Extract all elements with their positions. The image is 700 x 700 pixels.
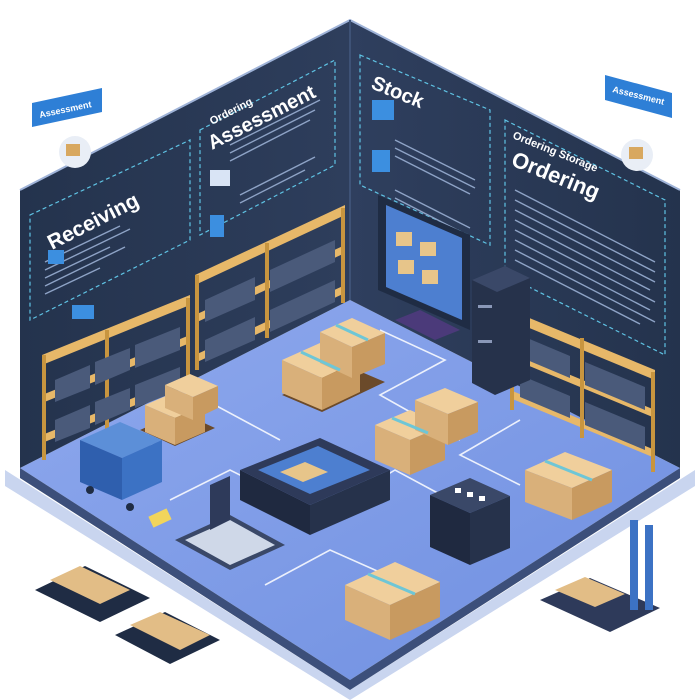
laptop bbox=[175, 476, 285, 570]
wall-panels bbox=[29, 54, 666, 356]
scanner-machine bbox=[240, 438, 390, 535]
right-floor-boxes bbox=[525, 452, 612, 520]
right-shelf bbox=[510, 310, 655, 472]
front-center-boxes bbox=[345, 562, 440, 640]
wall-icons bbox=[48, 100, 394, 319]
blue-cart bbox=[80, 422, 162, 511]
back-left-shelf bbox=[195, 205, 345, 370]
dark-machine bbox=[430, 478, 510, 565]
center-boxes bbox=[282, 318, 385, 412]
tag-left: Assessment bbox=[32, 88, 102, 168]
left-boxes bbox=[140, 374, 218, 446]
sticky-note bbox=[148, 508, 172, 528]
filing-cabinet bbox=[472, 266, 530, 395]
monitor bbox=[378, 195, 470, 340]
tag-right: Assessment bbox=[605, 75, 672, 171]
mid-right-boxes bbox=[375, 388, 478, 475]
outside-right-forklift bbox=[540, 520, 660, 632]
left-wall bbox=[20, 20, 350, 468]
wall-text-lines bbox=[44, 99, 656, 325]
left-shelf bbox=[42, 295, 190, 460]
outside-left-pallets bbox=[35, 566, 220, 664]
